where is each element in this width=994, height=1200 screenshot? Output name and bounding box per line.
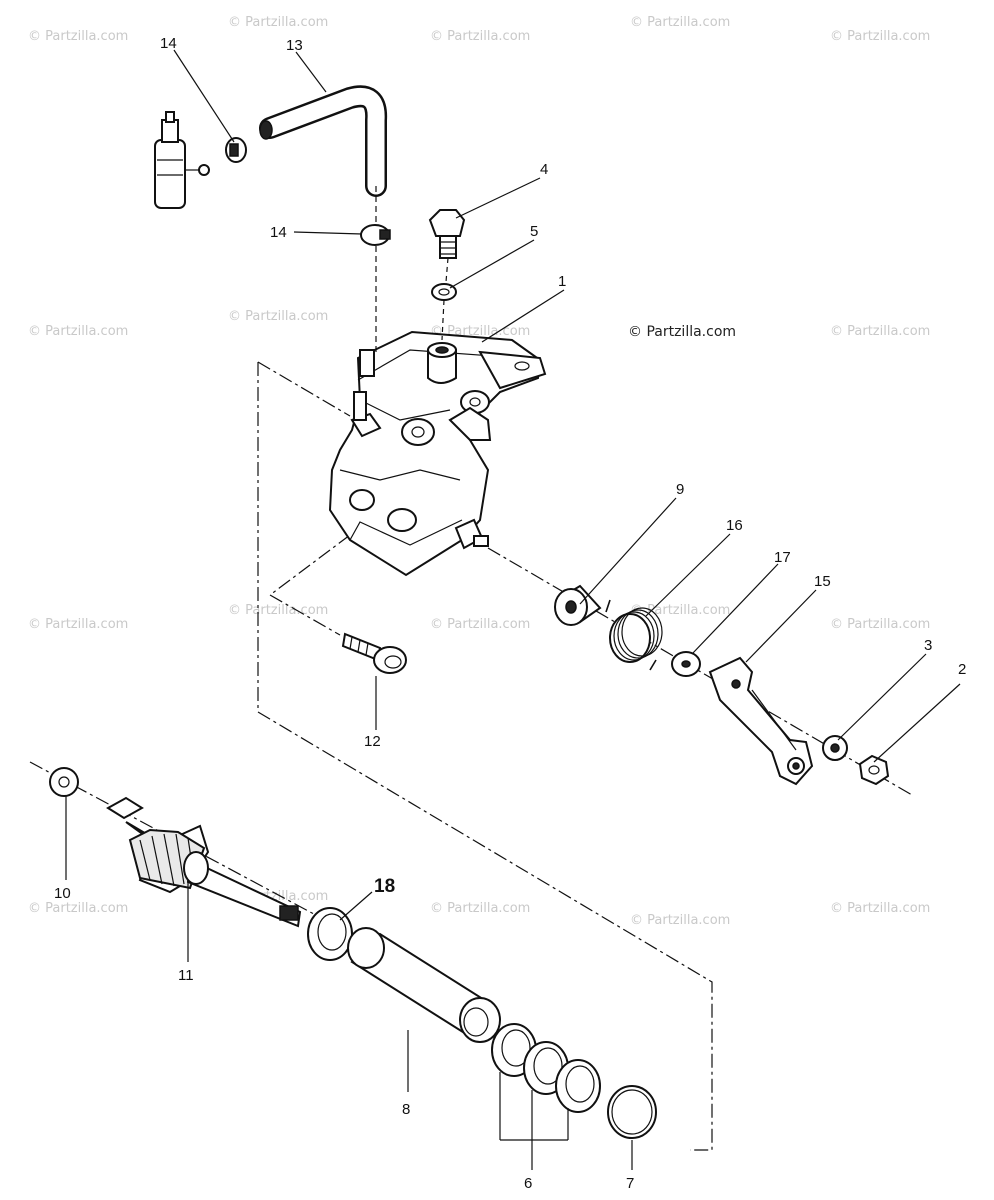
callout-13: 13 [286, 37, 303, 54]
callout-labels: 1 2 3 4 5 6 7 8 9 10 11 12 13 14 14 15 1… [54, 35, 966, 1192]
callout-11: 11 [178, 967, 194, 984]
hose-clamp-upper [225, 137, 247, 163]
pump-lever [708, 656, 814, 786]
callout-14-upper: 14 [160, 35, 177, 52]
watermark-main: © Partzilla.com [628, 324, 736, 340]
watermark: © Partzilla.com [228, 15, 328, 30]
shim-set [491, 1023, 601, 1113]
drive-washer [49, 767, 79, 797]
watermark: © Partzilla.com [28, 901, 128, 916]
leader-line-3 [837, 653, 927, 741]
axis-line [445, 257, 449, 283]
watermark: © Partzilla.com [430, 617, 530, 632]
leader-line-9 [579, 497, 677, 605]
callout-17: 17 [774, 549, 791, 566]
collar [554, 584, 602, 626]
leader-line-16 [645, 533, 731, 617]
shaft-o-ring [307, 907, 353, 961]
callout-3: 3 [924, 637, 932, 654]
callout-1: 1 [558, 273, 566, 290]
leader-line-2 [873, 683, 961, 763]
leader-line-18 [339, 891, 373, 921]
axis-line [441, 299, 445, 341]
leader-line-13 [295, 51, 327, 93]
watermark: © Partzilla.com [228, 309, 328, 324]
hose-clamp-lower [360, 224, 391, 246]
drive-sleeve [347, 927, 501, 1043]
callout-6: 6 [524, 1175, 532, 1192]
leader-lines [65, 49, 961, 1170]
oil-hose [259, 85, 388, 352]
watermark: © Partzilla.com [430, 29, 530, 44]
lever-nut [858, 754, 890, 786]
callout-7: 7 [626, 1175, 634, 1192]
leader-line-17 [691, 563, 779, 655]
callout-5: 5 [530, 223, 538, 240]
banjo-bolt [428, 209, 466, 259]
watermark: © Partzilla.com [830, 617, 930, 632]
callout-9: 9 [676, 481, 684, 498]
thrust-washer [671, 651, 701, 677]
lever-washer [822, 735, 848, 761]
callout-2: 2 [958, 661, 966, 678]
leader-line-5 [449, 239, 535, 289]
callout-8: 8 [402, 1101, 410, 1118]
callout-12: 12 [364, 733, 381, 750]
watermark: © Partzilla.com [228, 603, 328, 618]
callout-15: 15 [814, 573, 831, 590]
watermark: © Partzilla.com [28, 29, 128, 44]
watermark: © Partzilla.com [630, 913, 730, 928]
watermark: © Partzilla.com [830, 324, 930, 339]
watermark: © Partzilla.com [28, 324, 128, 339]
callout-14-lower: 14 [270, 224, 287, 241]
watermark: © Partzilla.com [28, 617, 128, 632]
leader-line-15 [745, 589, 817, 663]
drive-gear-shaft [106, 796, 302, 928]
return-spring [605, 599, 663, 671]
sleeve-o-ring [607, 1085, 657, 1139]
watermark: © Partzilla.com [430, 901, 530, 916]
watermark: © Partzilla.com [830, 901, 930, 916]
hose-fitting [154, 111, 210, 209]
leader-line-1 [481, 289, 565, 343]
leader-line-14b [293, 231, 363, 235]
oil-pump-body [328, 330, 547, 577]
watermark: © Partzilla.com [630, 15, 730, 30]
callout-10: 10 [54, 885, 71, 902]
shaft-axis [487, 547, 913, 796]
leader-line-14a [173, 49, 235, 143]
callout-4: 4 [540, 161, 548, 178]
callout-18: 18 [374, 876, 395, 897]
leader-line-4 [455, 177, 541, 219]
watermark: © Partzilla.com [830, 29, 930, 44]
assembly-frame [257, 361, 713, 1151]
mounting-screw [341, 632, 407, 674]
leader-line-6 [499, 1072, 569, 1170]
callout-16: 16 [726, 517, 743, 534]
